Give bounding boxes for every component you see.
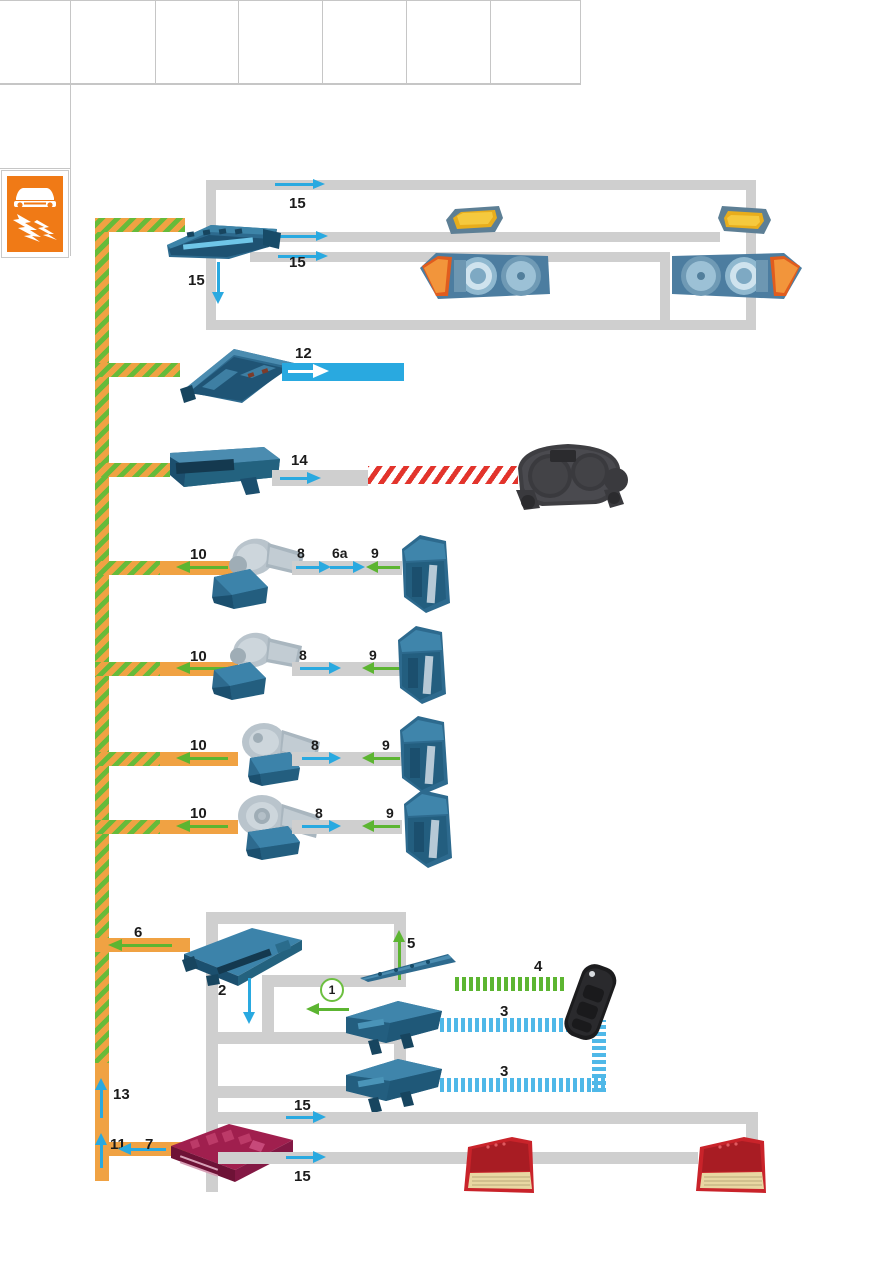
label-10-row4: 10 bbox=[190, 805, 207, 822]
label-9-row2: 9 bbox=[369, 647, 377, 663]
remote-key-fob bbox=[552, 960, 628, 1046]
esp-icon-cell bbox=[1, 170, 69, 258]
label-10-row2: 10 bbox=[190, 648, 207, 665]
receiver-module-2 bbox=[338, 1053, 448, 1113]
label-13: 13 bbox=[113, 1086, 130, 1103]
label-9-row4: 9 bbox=[386, 805, 394, 821]
label-8-row3: 8 bbox=[311, 737, 319, 753]
left-turn-signal-lamp bbox=[443, 204, 505, 238]
label-15-rear-top: 15 bbox=[294, 1097, 311, 1114]
label-10-row1: 10 bbox=[190, 546, 207, 563]
trunk-branch-door1 bbox=[95, 561, 165, 575]
label-14: 14 bbox=[291, 452, 308, 469]
radio-link-4-green bbox=[455, 977, 565, 991]
label-6a: 6a bbox=[332, 545, 348, 561]
label-12: 12 bbox=[295, 345, 312, 362]
label-10-row3: 10 bbox=[190, 737, 207, 754]
label-15-mid: 15 bbox=[289, 254, 306, 271]
hazard-stripe-bar-14 bbox=[368, 466, 518, 484]
left-headlight-assembly bbox=[418, 250, 552, 302]
trunk-branch-door3 bbox=[95, 752, 165, 766]
rear-bus-lower bbox=[218, 1152, 698, 1164]
bus-12-bar bbox=[282, 363, 404, 381]
label-1-circled: 1 bbox=[320, 978, 344, 1002]
door-latch-3 bbox=[396, 712, 456, 798]
door-latch-1 bbox=[398, 531, 458, 617]
comfort-control-module bbox=[180, 920, 306, 990]
label-9-row1: 9 bbox=[371, 545, 379, 561]
trunk-branch-headlight bbox=[95, 218, 185, 232]
grid-col-divider-4 bbox=[322, 0, 323, 83]
grid-col-divider-1 bbox=[70, 0, 71, 256]
esp-stability-control-icon bbox=[7, 176, 63, 252]
label-8-row2: 8 bbox=[299, 647, 307, 663]
right-taillight bbox=[690, 1135, 770, 1197]
grid-col-divider-3 bbox=[238, 0, 239, 83]
label-9-row3: 9 bbox=[382, 737, 390, 753]
rear-bus-upper bbox=[218, 1112, 758, 1124]
grid-col-divider-2 bbox=[155, 0, 156, 83]
radio-link-3-lower bbox=[440, 1078, 605, 1092]
left-taillight bbox=[458, 1135, 538, 1197]
right-turn-signal-lamp bbox=[712, 204, 774, 238]
comfort-bus-inner-left bbox=[262, 975, 274, 1033]
grid-col-divider-6 bbox=[490, 0, 491, 83]
label-7: 7 bbox=[145, 1136, 154, 1153]
door-latch-2 bbox=[394, 622, 454, 708]
label-2: 2 bbox=[218, 982, 227, 999]
window-motor-4 bbox=[224, 788, 328, 870]
grid-cell-divider-left bbox=[0, 168, 70, 169]
grid-col-divider-7 bbox=[580, 0, 581, 83]
headlight-bus-inner-right bbox=[660, 252, 670, 322]
label-4: 4 bbox=[534, 958, 543, 975]
trunk-branch-door2 bbox=[95, 662, 165, 676]
radio-link-3-vertical bbox=[592, 1020, 606, 1092]
grid-col-divider-5 bbox=[406, 0, 407, 83]
comfort-bus-top bbox=[206, 912, 406, 924]
headlight-bus-outer-bottom bbox=[206, 320, 756, 330]
label-3-upper: 3 bbox=[500, 1003, 509, 1020]
door3-bus bbox=[292, 752, 402, 766]
label-3-lower: 3 bbox=[500, 1063, 509, 1080]
grid-border-top bbox=[0, 0, 581, 1]
label-8-row1: 8 bbox=[297, 545, 305, 561]
label-6: 6 bbox=[134, 924, 143, 941]
door2-bus bbox=[292, 662, 402, 676]
trunk-branch-12 bbox=[95, 363, 180, 377]
label-15-top: 15 bbox=[289, 195, 306, 212]
trunk-branch-14 bbox=[95, 463, 170, 477]
label-5: 5 bbox=[407, 935, 416, 952]
window-motor-2 bbox=[208, 624, 314, 710]
instrument-cluster bbox=[508, 432, 628, 522]
grid-row-divider bbox=[0, 83, 581, 85]
main-bus-trunk-vertical bbox=[95, 218, 109, 1068]
right-headlight-assembly bbox=[670, 250, 804, 302]
antenna-strip bbox=[358, 952, 458, 984]
label-15-vertical: 15 bbox=[188, 272, 205, 289]
door-latch-4 bbox=[400, 786, 460, 872]
front-control-module bbox=[163, 215, 281, 263]
trunk-branch-door4 bbox=[95, 820, 165, 834]
radio-link-3-upper bbox=[440, 1018, 585, 1032]
door4-bus bbox=[292, 820, 402, 834]
headlight-bus-turnsignal-line bbox=[250, 232, 720, 242]
ecu-module-14 bbox=[168, 443, 284, 501]
label-15-rear-bottom: 15 bbox=[294, 1168, 311, 1185]
headlight-bus-outer-top bbox=[206, 180, 756, 190]
label-8-row4: 8 bbox=[315, 805, 323, 821]
receiver-module-1 bbox=[338, 995, 448, 1055]
circuit-board-module-12 bbox=[178, 345, 298, 407]
